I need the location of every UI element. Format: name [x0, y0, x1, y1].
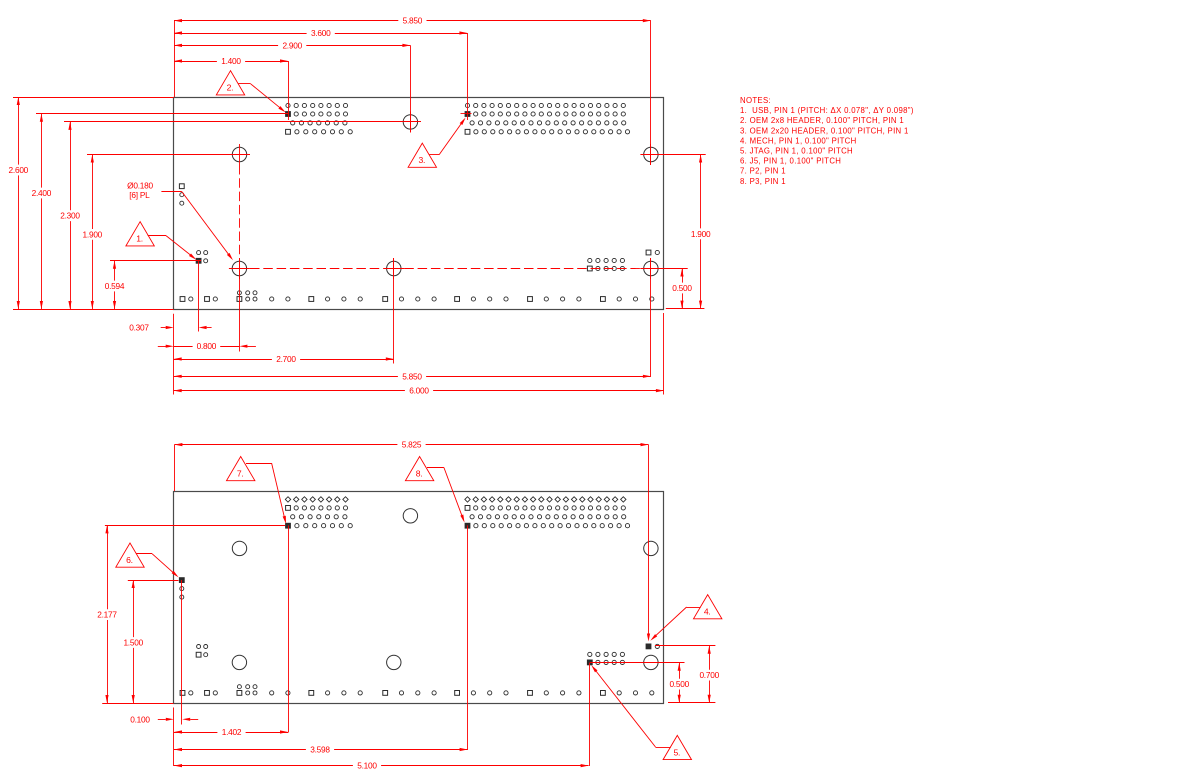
svg-text:7.: 7. — [237, 469, 244, 479]
svg-text:6.000: 6.000 — [409, 386, 429, 396]
svg-text:1. USB, PIN 1 (PITCH: ΔX 0.07: 1. USB, PIN 1 (PITCH: ΔX 0.078", ΔY 0.09… — [740, 106, 914, 115]
svg-text:2.400: 2.400 — [32, 188, 52, 198]
svg-text:2.700: 2.700 — [276, 354, 296, 364]
svg-text:5.100: 5.100 — [357, 761, 377, 771]
svg-text:0.700: 0.700 — [699, 670, 719, 680]
svg-text:3.600: 3.600 — [311, 28, 331, 38]
svg-text:5.: 5. — [673, 747, 680, 757]
svg-text:2.900: 2.900 — [282, 40, 302, 50]
svg-text:NOTES:: NOTES: — [740, 96, 771, 105]
svg-text:6. J5, PIN 1, 0.100" PITCH: 6. J5, PIN 1, 0.100" PITCH — [740, 157, 841, 166]
svg-text:6.: 6. — [126, 555, 133, 565]
svg-text:7. P2, PIN 1: 7. P2, PIN 1 — [740, 167, 786, 176]
svg-text:8. P3, PIN 1: 8. P3, PIN 1 — [740, 177, 786, 186]
svg-text:5.825: 5.825 — [402, 440, 422, 450]
svg-text:1.400: 1.400 — [221, 56, 241, 66]
svg-text:0.800: 0.800 — [197, 341, 217, 351]
svg-text:5.850: 5.850 — [403, 16, 423, 26]
svg-text:0.500: 0.500 — [672, 283, 692, 293]
svg-text:3.598: 3.598 — [310, 745, 330, 755]
svg-text:0.100: 0.100 — [130, 714, 150, 724]
svg-text:8.: 8. — [416, 469, 423, 479]
svg-text:0.500: 0.500 — [669, 679, 689, 689]
svg-text:1.402: 1.402 — [222, 727, 242, 737]
svg-text:5. JTAG, PIN 1, 0.100" PITCH: 5. JTAG, PIN 1, 0.100" PITCH — [740, 147, 853, 156]
svg-text:3. OEM 2x20 HEADER, 0.100" PIT: 3. OEM 2x20 HEADER, 0.100" PITCH, PIN 1 — [740, 126, 909, 135]
svg-text:2.177: 2.177 — [97, 610, 117, 620]
svg-text:4.: 4. — [704, 607, 711, 617]
svg-text:2.300: 2.300 — [60, 211, 80, 221]
svg-text:2. OEM 2x8 HEADER, 0.100" PITC: 2. OEM 2x8 HEADER, 0.100" PITCH, PIN 1 — [740, 116, 904, 125]
svg-text:4. MECH, PIN 1, 0.100" PITCH: 4. MECH, PIN 1, 0.100" PITCH — [740, 136, 857, 145]
svg-text:1.500: 1.500 — [123, 638, 143, 648]
svg-text:1.900: 1.900 — [83, 229, 103, 239]
svg-text:5.850: 5.850 — [402, 371, 422, 381]
svg-text:2.600: 2.600 — [9, 165, 29, 175]
svg-text:[6] PL: [6] PL — [129, 190, 150, 200]
svg-text:3.: 3. — [418, 155, 425, 165]
svg-text:0.307: 0.307 — [129, 323, 149, 333]
svg-text:0.594: 0.594 — [105, 281, 125, 291]
svg-text:Ø0.180: Ø0.180 — [127, 180, 153, 190]
svg-text:2.: 2. — [227, 83, 234, 93]
svg-text:1.900: 1.900 — [691, 229, 711, 239]
svg-text:1.: 1. — [136, 234, 143, 244]
